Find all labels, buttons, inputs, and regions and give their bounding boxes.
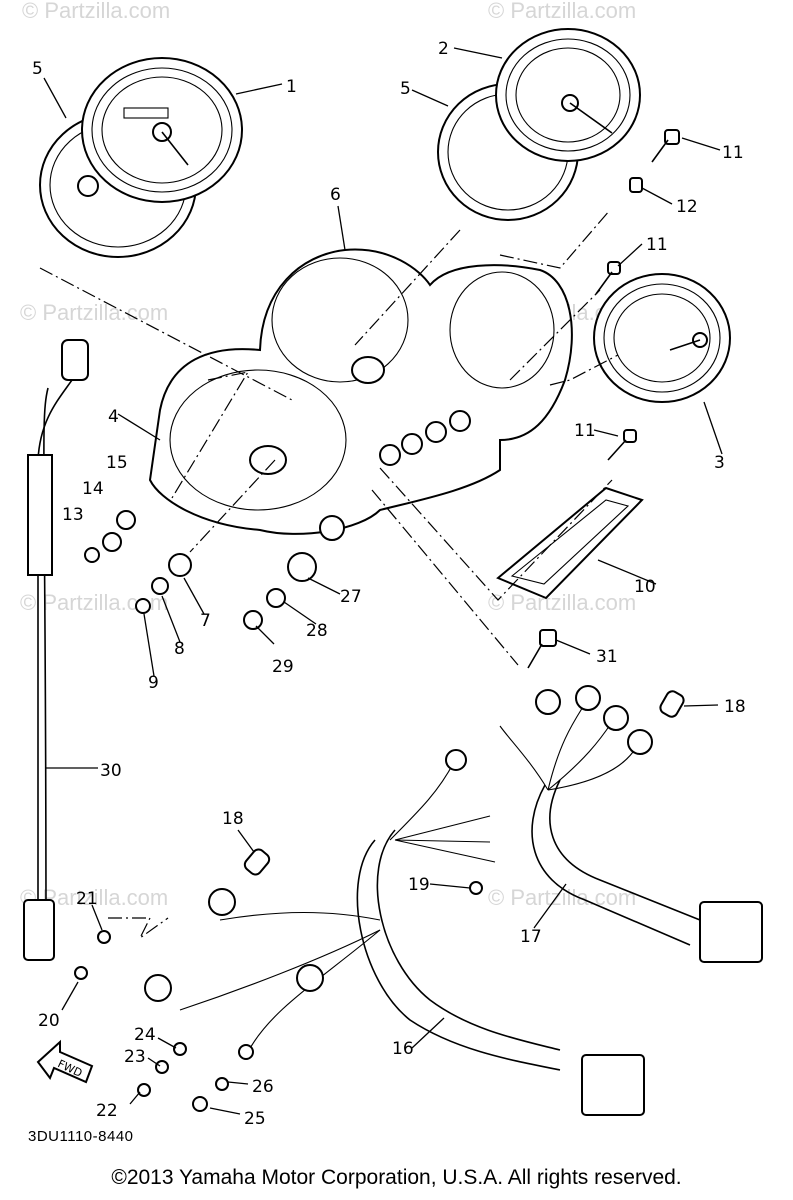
callout-18: 18	[222, 809, 244, 829]
callout-5: 5	[32, 59, 43, 79]
watermark: © Partzilla.com	[488, 590, 636, 615]
callout-16: 16	[392, 1039, 414, 1059]
watermark: © Partzilla.com	[20, 300, 168, 325]
callout-31: 31	[596, 647, 618, 667]
callout-21: 21	[76, 889, 98, 909]
indicator-lens	[496, 486, 644, 600]
part-code: 3DU1110-8440	[28, 1128, 134, 1145]
fwd-arrow-icon: FWD	[36, 1039, 94, 1084]
bulbs-and-fasteners	[74, 690, 685, 1112]
fuel-gauge	[593, 273, 731, 403]
speedometer-cable	[23, 339, 89, 961]
speedometer	[81, 57, 243, 203]
callout-2: 2	[438, 39, 449, 59]
callout-28: 28	[306, 621, 328, 641]
callout-8: 8	[174, 639, 185, 659]
callout-18: 18	[724, 697, 746, 717]
callout-3: 3	[714, 453, 725, 473]
callout-7: 7	[200, 611, 211, 631]
tachometer	[495, 28, 641, 162]
callout-19: 19	[408, 875, 430, 895]
callout-20: 20	[38, 1011, 60, 1031]
callout-5: 5	[400, 79, 411, 99]
watermark: © Partzilla.com	[488, 0, 636, 23]
callout-25: 25	[244, 1109, 266, 1129]
watermark: © Partzilla.com	[22, 0, 170, 23]
callout-1: 1	[286, 77, 297, 97]
callout-14: 14	[82, 479, 104, 499]
wire-harness	[144, 685, 763, 1116]
callout-11: 11	[646, 235, 668, 255]
callout-12: 12	[676, 197, 698, 217]
callout-24: 24	[134, 1025, 156, 1045]
reference-lines	[39, 209, 619, 939]
leader-lines	[43, 47, 723, 1115]
callout-9: 9	[148, 673, 159, 693]
callout-13: 13	[62, 505, 84, 525]
callout-6: 6	[330, 185, 341, 205]
callout-11: 11	[574, 421, 596, 441]
copyright-notice: ©2013 Yamaha Motor Corporation, U.S.A. A…	[111, 1166, 682, 1189]
callout-29: 29	[272, 657, 294, 677]
callout-26: 26	[252, 1077, 274, 1097]
callout-10: 10	[634, 577, 656, 597]
callout-27: 27	[340, 587, 362, 607]
callout-30: 30	[100, 761, 122, 781]
callout-17: 17	[520, 927, 542, 947]
screws	[527, 129, 680, 669]
callout-22: 22	[96, 1101, 118, 1121]
callout-4: 4	[108, 407, 119, 427]
callout-11: 11	[722, 143, 744, 163]
small-parts	[84, 510, 317, 630]
callout-15: 15	[106, 453, 128, 473]
callouts: 1 2 3 4 5 5 6 7 8 9 10 11 11 11 12 13 14…	[32, 39, 746, 1129]
callout-23: 23	[124, 1047, 146, 1067]
meter-housing	[148, 248, 573, 541]
